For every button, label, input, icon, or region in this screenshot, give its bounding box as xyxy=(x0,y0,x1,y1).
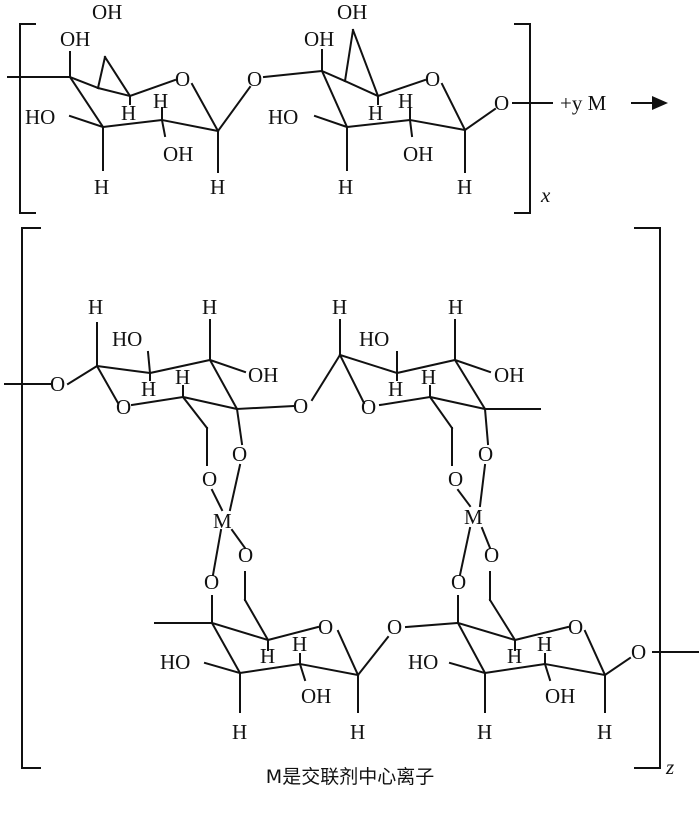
label-o: O xyxy=(361,395,376,419)
label-h: H xyxy=(121,101,136,125)
label-oh: OH xyxy=(337,0,367,24)
left-bracket-bottom xyxy=(21,227,41,769)
label-o: O xyxy=(175,67,190,91)
label-oh: OH xyxy=(304,27,334,51)
subscript-x: x xyxy=(540,183,551,207)
reagent-label: +y M xyxy=(560,91,607,115)
label-ho: HO xyxy=(25,105,55,129)
label-h: H xyxy=(350,720,365,744)
label-h: H xyxy=(292,632,307,656)
label-h: H xyxy=(368,101,383,125)
label-h: H xyxy=(537,632,552,656)
label-o: O xyxy=(116,395,131,419)
label-ho: HO xyxy=(268,105,298,129)
label-h: H xyxy=(88,295,103,319)
label-h: H xyxy=(260,644,275,668)
label-o: O xyxy=(204,570,219,594)
label-h: H xyxy=(477,720,492,744)
label-oh: OH xyxy=(248,363,278,387)
label-o: O xyxy=(202,467,217,491)
label-o: O xyxy=(50,372,65,396)
label-h: H xyxy=(210,175,225,199)
glucose-ring-f xyxy=(448,571,632,713)
label-h: H xyxy=(153,89,168,113)
label-o: O xyxy=(387,615,402,639)
label-oh: OH xyxy=(60,27,90,51)
label-o: O xyxy=(247,67,262,91)
label-h: H xyxy=(94,175,109,199)
right-bracket-top xyxy=(514,23,531,214)
label-o: O xyxy=(484,543,499,567)
glucose-ring-d xyxy=(338,319,541,466)
label-o: O xyxy=(293,394,308,418)
label-oh: OH xyxy=(403,142,433,166)
glucose-ring-b xyxy=(313,28,497,173)
label-h: H xyxy=(507,644,522,668)
label-oh: OH xyxy=(545,684,575,708)
label-o: O xyxy=(232,442,247,466)
label-h: H xyxy=(338,175,353,199)
label-h: H xyxy=(175,365,190,389)
atom-labels: OH OH HO H H H OH O H O OH OH HO H H H O… xyxy=(25,0,674,779)
label-ho: HO xyxy=(160,650,190,674)
label-h: H xyxy=(141,377,156,401)
glucose-ring-a xyxy=(68,51,324,173)
label-o: O xyxy=(238,543,253,567)
label-ho: HO xyxy=(359,327,389,351)
label-h: H xyxy=(388,377,403,401)
label-ho: HO xyxy=(112,327,142,351)
label-o: O xyxy=(631,640,646,664)
label-h: H xyxy=(398,89,413,113)
metal-crosslink-left xyxy=(210,463,247,577)
label-m: M xyxy=(213,509,232,533)
label-o: O xyxy=(568,615,583,639)
label-h: H xyxy=(421,365,436,389)
left-bracket-top xyxy=(19,23,36,214)
label-m: M xyxy=(464,505,483,529)
label-o: O xyxy=(425,67,440,91)
label-h: H xyxy=(232,720,247,744)
label-o: O xyxy=(494,91,509,115)
label-h: H xyxy=(448,295,463,319)
label-oh: OH xyxy=(301,684,331,708)
figure-caption: M是交联剂中心离子 xyxy=(265,766,435,788)
right-bracket-bottom xyxy=(634,227,661,769)
label-oh: OH xyxy=(163,142,193,166)
label-h: H xyxy=(597,720,612,744)
subscript-z: z xyxy=(665,755,674,779)
label-o: O xyxy=(478,442,493,466)
label-o: O xyxy=(451,570,466,594)
label-oh: OH xyxy=(494,363,524,387)
label-oh: OH xyxy=(92,0,122,24)
label-ho: HO xyxy=(408,650,438,674)
label-h: H xyxy=(457,175,472,199)
label-h: H xyxy=(332,295,347,319)
glucose-ring-e xyxy=(154,571,460,713)
label-o: O xyxy=(448,467,463,491)
glucose-ring-c xyxy=(66,319,342,466)
label-o: O xyxy=(318,615,333,639)
label-h: H xyxy=(202,295,217,319)
metal-crosslink-right xyxy=(456,463,492,577)
